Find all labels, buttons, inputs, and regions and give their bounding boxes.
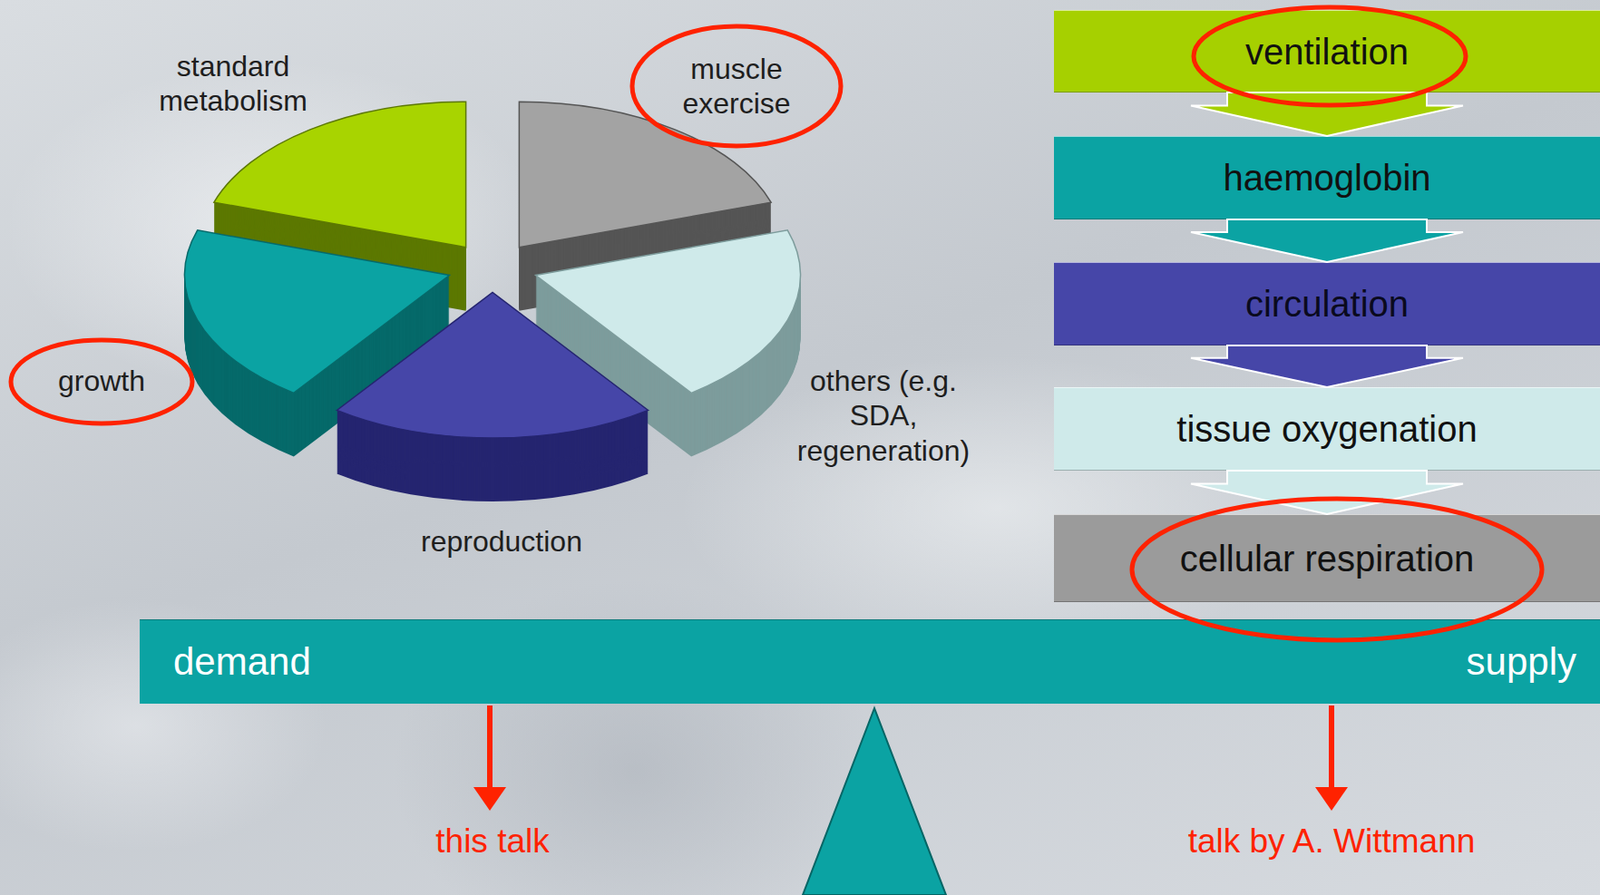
pointer-arrow xyxy=(1328,705,1335,791)
chain-band: haemoglobin xyxy=(1053,136,1600,220)
pointer-arrowhead xyxy=(473,787,507,811)
pie-slice-side xyxy=(336,293,648,440)
fulcrum-triangle xyxy=(802,708,947,895)
balance-label: demand xyxy=(173,640,312,684)
pie-label: others (e.g. SDA, regeneration) xyxy=(779,363,988,469)
flow-arrow xyxy=(1190,92,1464,137)
chain-band: tissue oxygenation xyxy=(1053,387,1600,471)
band-label: cellular respiration xyxy=(1180,537,1475,580)
band-label: haemoglobin xyxy=(1222,156,1431,199)
pie-slice-top xyxy=(214,101,467,248)
pie-label: muscle exercise xyxy=(663,51,810,122)
chain-band: circulation xyxy=(1053,262,1600,346)
balance-beam: demand supply xyxy=(139,619,1600,704)
flow-arrow xyxy=(1190,219,1464,263)
chain-band: ventilation xyxy=(1053,9,1600,93)
pie-chart xyxy=(184,101,800,502)
pie-slice-side xyxy=(214,102,467,249)
pointer-arrow xyxy=(487,705,493,791)
pie-label: growth xyxy=(29,363,175,399)
flow-arrow xyxy=(1190,470,1464,515)
pointer-arrowhead xyxy=(1315,787,1348,811)
talk-note: this talk xyxy=(374,821,611,862)
pie-slice-side xyxy=(518,102,771,249)
highlight-ellipse xyxy=(10,340,193,424)
talk-note: talk by A. Wittmann xyxy=(1141,821,1522,862)
band-label: ventilation xyxy=(1245,30,1409,73)
band-label: circulation xyxy=(1245,282,1409,325)
pie-slice-top xyxy=(336,292,648,440)
band-label: tissue oxygenation xyxy=(1176,408,1477,450)
chain-band: cellular respiration xyxy=(1053,514,1600,603)
flow-arrow xyxy=(1190,345,1464,388)
highlight-ellipse xyxy=(632,26,841,147)
pie-label: reproduction xyxy=(392,524,611,559)
pie-slice-top xyxy=(518,101,771,248)
balance-label: supply xyxy=(1466,640,1577,684)
pie-label: standard metabolism xyxy=(142,48,324,119)
pie-slice xyxy=(336,292,648,503)
